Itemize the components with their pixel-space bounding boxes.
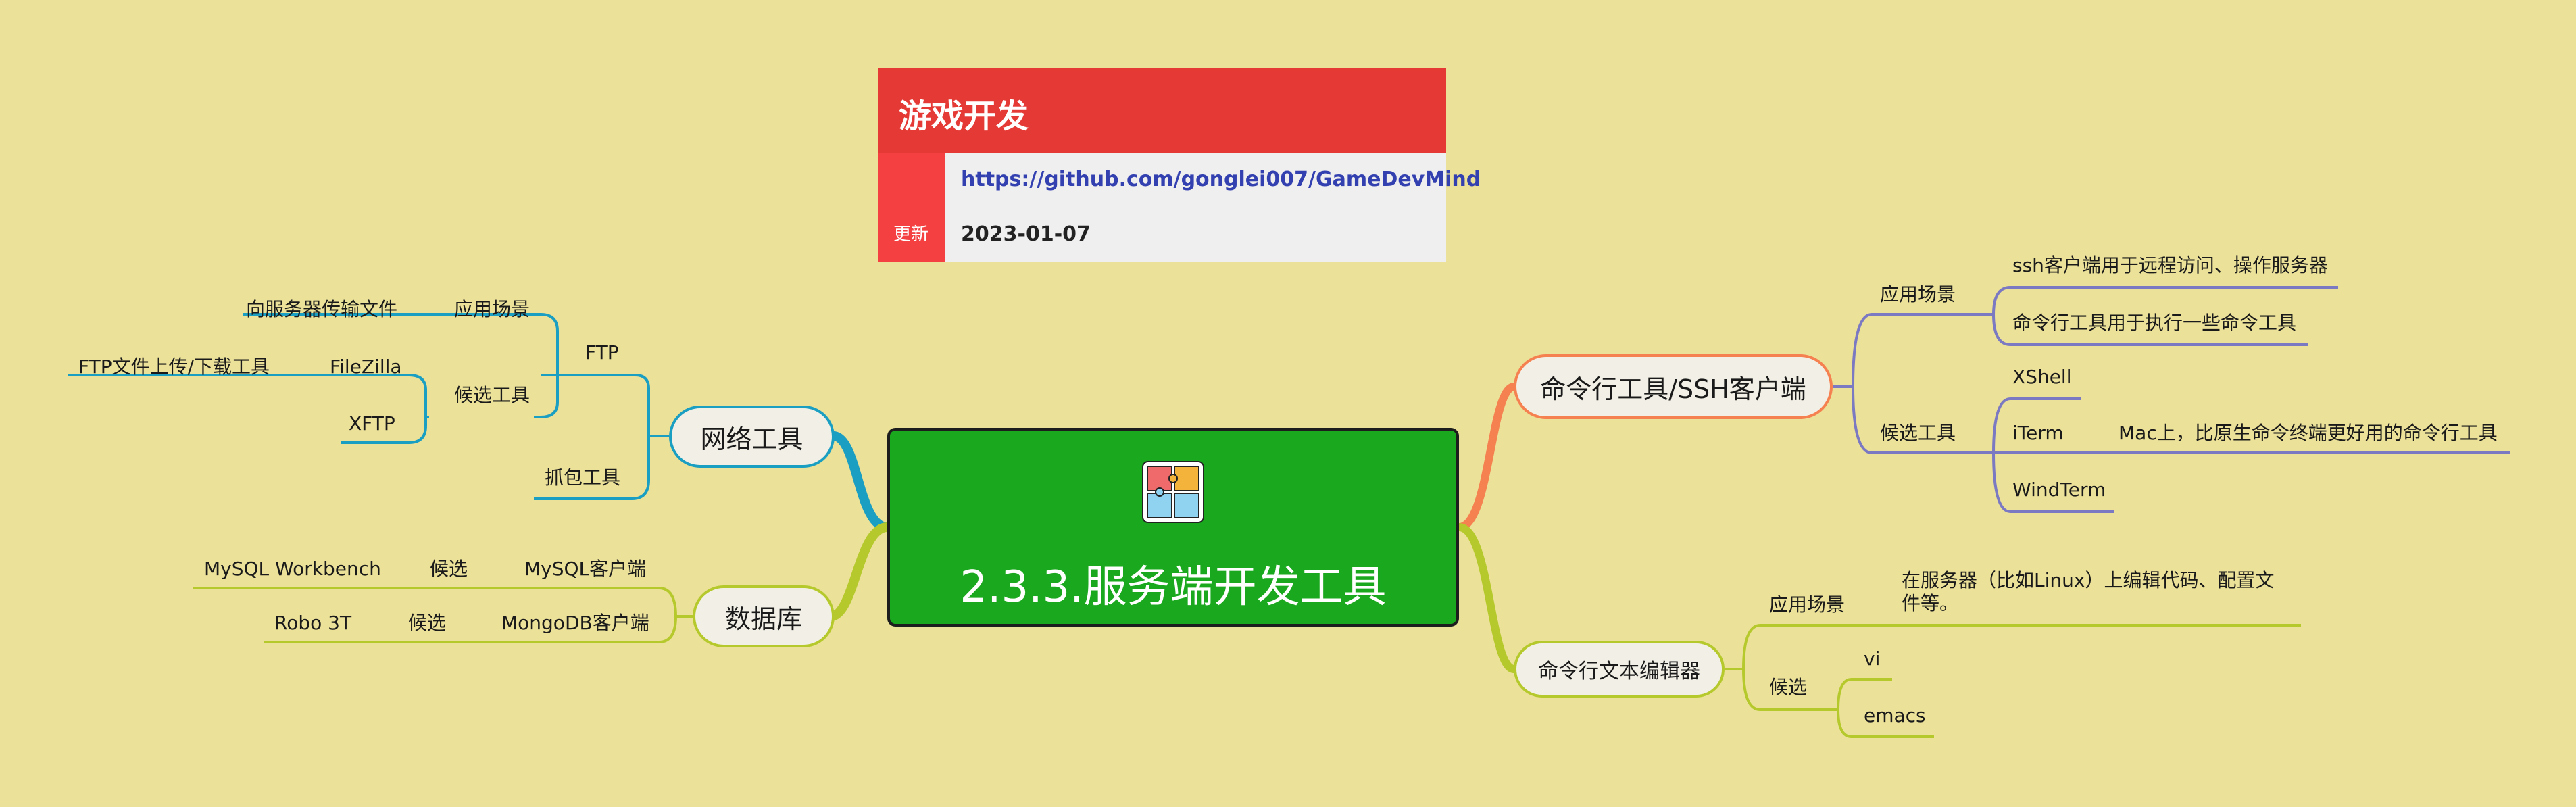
robo3t-node[interactable]: Robo 3T	[274, 612, 352, 634]
topic-text-editors[interactable]: 命令行文本编辑器	[1514, 641, 1725, 698]
topic-network-tools[interactable]: 网络工具	[669, 406, 835, 468]
ftp-node[interactable]: FTP	[585, 341, 619, 364]
ssh-use-case-2[interactable]: 命令行工具用于执行一些命令工具	[2012, 312, 2297, 334]
vi-node[interactable]: vi	[1864, 647, 1881, 670]
filezilla-node[interactable]: FileZilla	[330, 356, 402, 378]
ssh-use-case-1[interactable]: ssh客户端用于远程访问、操作服务器	[2012, 254, 2328, 276]
central-topic-title: 2.3.3.服务端开发工具	[960, 562, 1387, 612]
editor-candidates-label[interactable]: 候选	[1769, 676, 1808, 698]
ftp-use-case-label[interactable]: 应用场景	[454, 298, 530, 320]
windterm-node[interactable]: WindTerm	[2012, 479, 2106, 501]
topic-database[interactable]: 数据库	[693, 585, 835, 647]
iterm-node[interactable]: iTerm	[2012, 422, 2064, 444]
xftp-node[interactable]: XFTP	[349, 412, 395, 435]
xshell-node[interactable]: XShell	[2012, 366, 2072, 388]
central-topic[interactable]: 2.3.3.服务端开发工具	[887, 428, 1459, 627]
update-date: 2023-01-07	[961, 222, 1091, 246]
filezilla-note[interactable]: FTP文件上传/下载工具	[78, 356, 270, 378]
ssh-candidates-label[interactable]: 候选工具	[1880, 422, 1956, 444]
mysql-workbench-node[interactable]: MySQL Workbench	[204, 558, 381, 580]
puzzle-icon	[1142, 461, 1204, 523]
mongodb-candidate-label[interactable]: 候选	[408, 612, 447, 634]
ftp-candidates-label[interactable]: 候选工具	[454, 384, 530, 406]
info-card-body: https://github.com/gonglei007/GameDevMin…	[945, 153, 1481, 262]
emacs-node[interactable]: emacs	[1864, 704, 1926, 727]
info-card-sidebar: 更新	[878, 153, 945, 262]
github-link[interactable]: https://github.com/gonglei007/GameDevMin…	[961, 168, 1481, 191]
topic-ssh-tools[interactable]: 命令行工具/SSH客户端	[1514, 354, 1833, 419]
editor-use-case[interactable]: 在服务器（比如Linux）上编辑代码、配置文件等。	[1902, 569, 2275, 614]
mysql-candidate-label[interactable]: 候选	[430, 558, 468, 580]
ftp-use-case[interactable]: 向服务器传输文件	[246, 298, 398, 320]
info-card: 游戏开发 更新 https://github.com/gonglei007/Ga…	[878, 68, 1481, 262]
mysql-client-node[interactable]: MySQL客户端	[524, 558, 647, 580]
info-card-header: 游戏开发	[878, 68, 1446, 153]
ssh-use-case-label[interactable]: 应用场景	[1880, 283, 1956, 305]
update-label: 更新	[893, 224, 929, 245]
mongodb-client-node[interactable]: MongoDB客户端	[501, 612, 649, 634]
info-card-title: 游戏开发	[899, 97, 1029, 135]
editor-use-case-label[interactable]: 应用场景	[1769, 593, 1846, 616]
capture-tools-node[interactable]: 抓包工具	[545, 466, 621, 489]
iterm-note[interactable]: Mac上，比原生命令终端更好用的命令行工具	[2119, 422, 2498, 444]
